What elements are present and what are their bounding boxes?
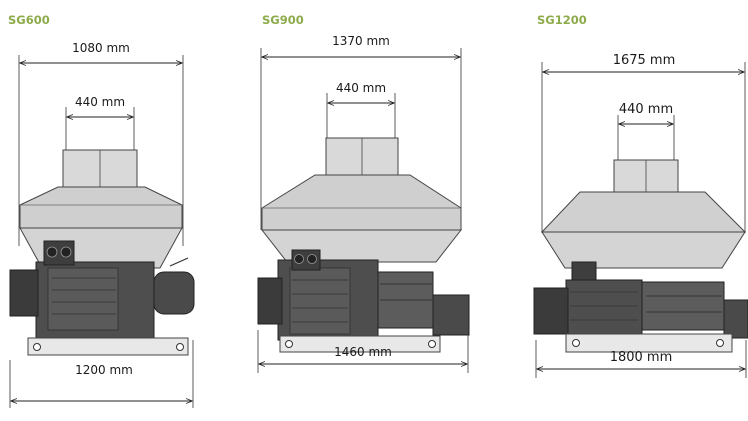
machine-sg1200: SG1200 1675 mm 440 mm 1800 mm (533, 13, 748, 378)
machine-sg900: SG900 1370 mm 440 mm 1460 mm (257, 13, 470, 373)
hopper-sg1200 (541, 231, 746, 269)
base-plate-sg1200 (565, 333, 733, 353)
hood-sg1200 (540, 191, 747, 233)
bottom-width-label-sg1200: 1800 mm (610, 350, 673, 365)
motor-sg1200 (565, 279, 643, 337)
base-plate-sg900 (279, 335, 441, 353)
outlet-width-label-sg600: 440 mm (75, 95, 125, 109)
outlet-width-label-sg1200: 440 mm (619, 102, 673, 117)
top-width-label-sg1200: 1675 mm (613, 53, 676, 68)
top-width-label-sg600: 1080 mm (72, 41, 130, 55)
bottom-width-label-sg900: 1460 mm (334, 345, 392, 359)
hood-sg600 (19, 186, 183, 229)
top-width-label-sg900: 1370 mm (332, 34, 390, 48)
outlet-width-label-sg900: 440 mm (336, 81, 386, 95)
base-plate-sg600 (27, 337, 189, 356)
bottom-width-label-sg600: 1200 mm (75, 363, 133, 377)
machine-sg600: SG600 1080 mm 440 mm (8, 13, 195, 408)
hood-sg900 (261, 174, 462, 231)
model-label-sg1200: SG1200 (537, 13, 587, 27)
model-label-sg600: SG600 (8, 13, 50, 27)
model-label-sg900: SG900 (262, 13, 304, 27)
